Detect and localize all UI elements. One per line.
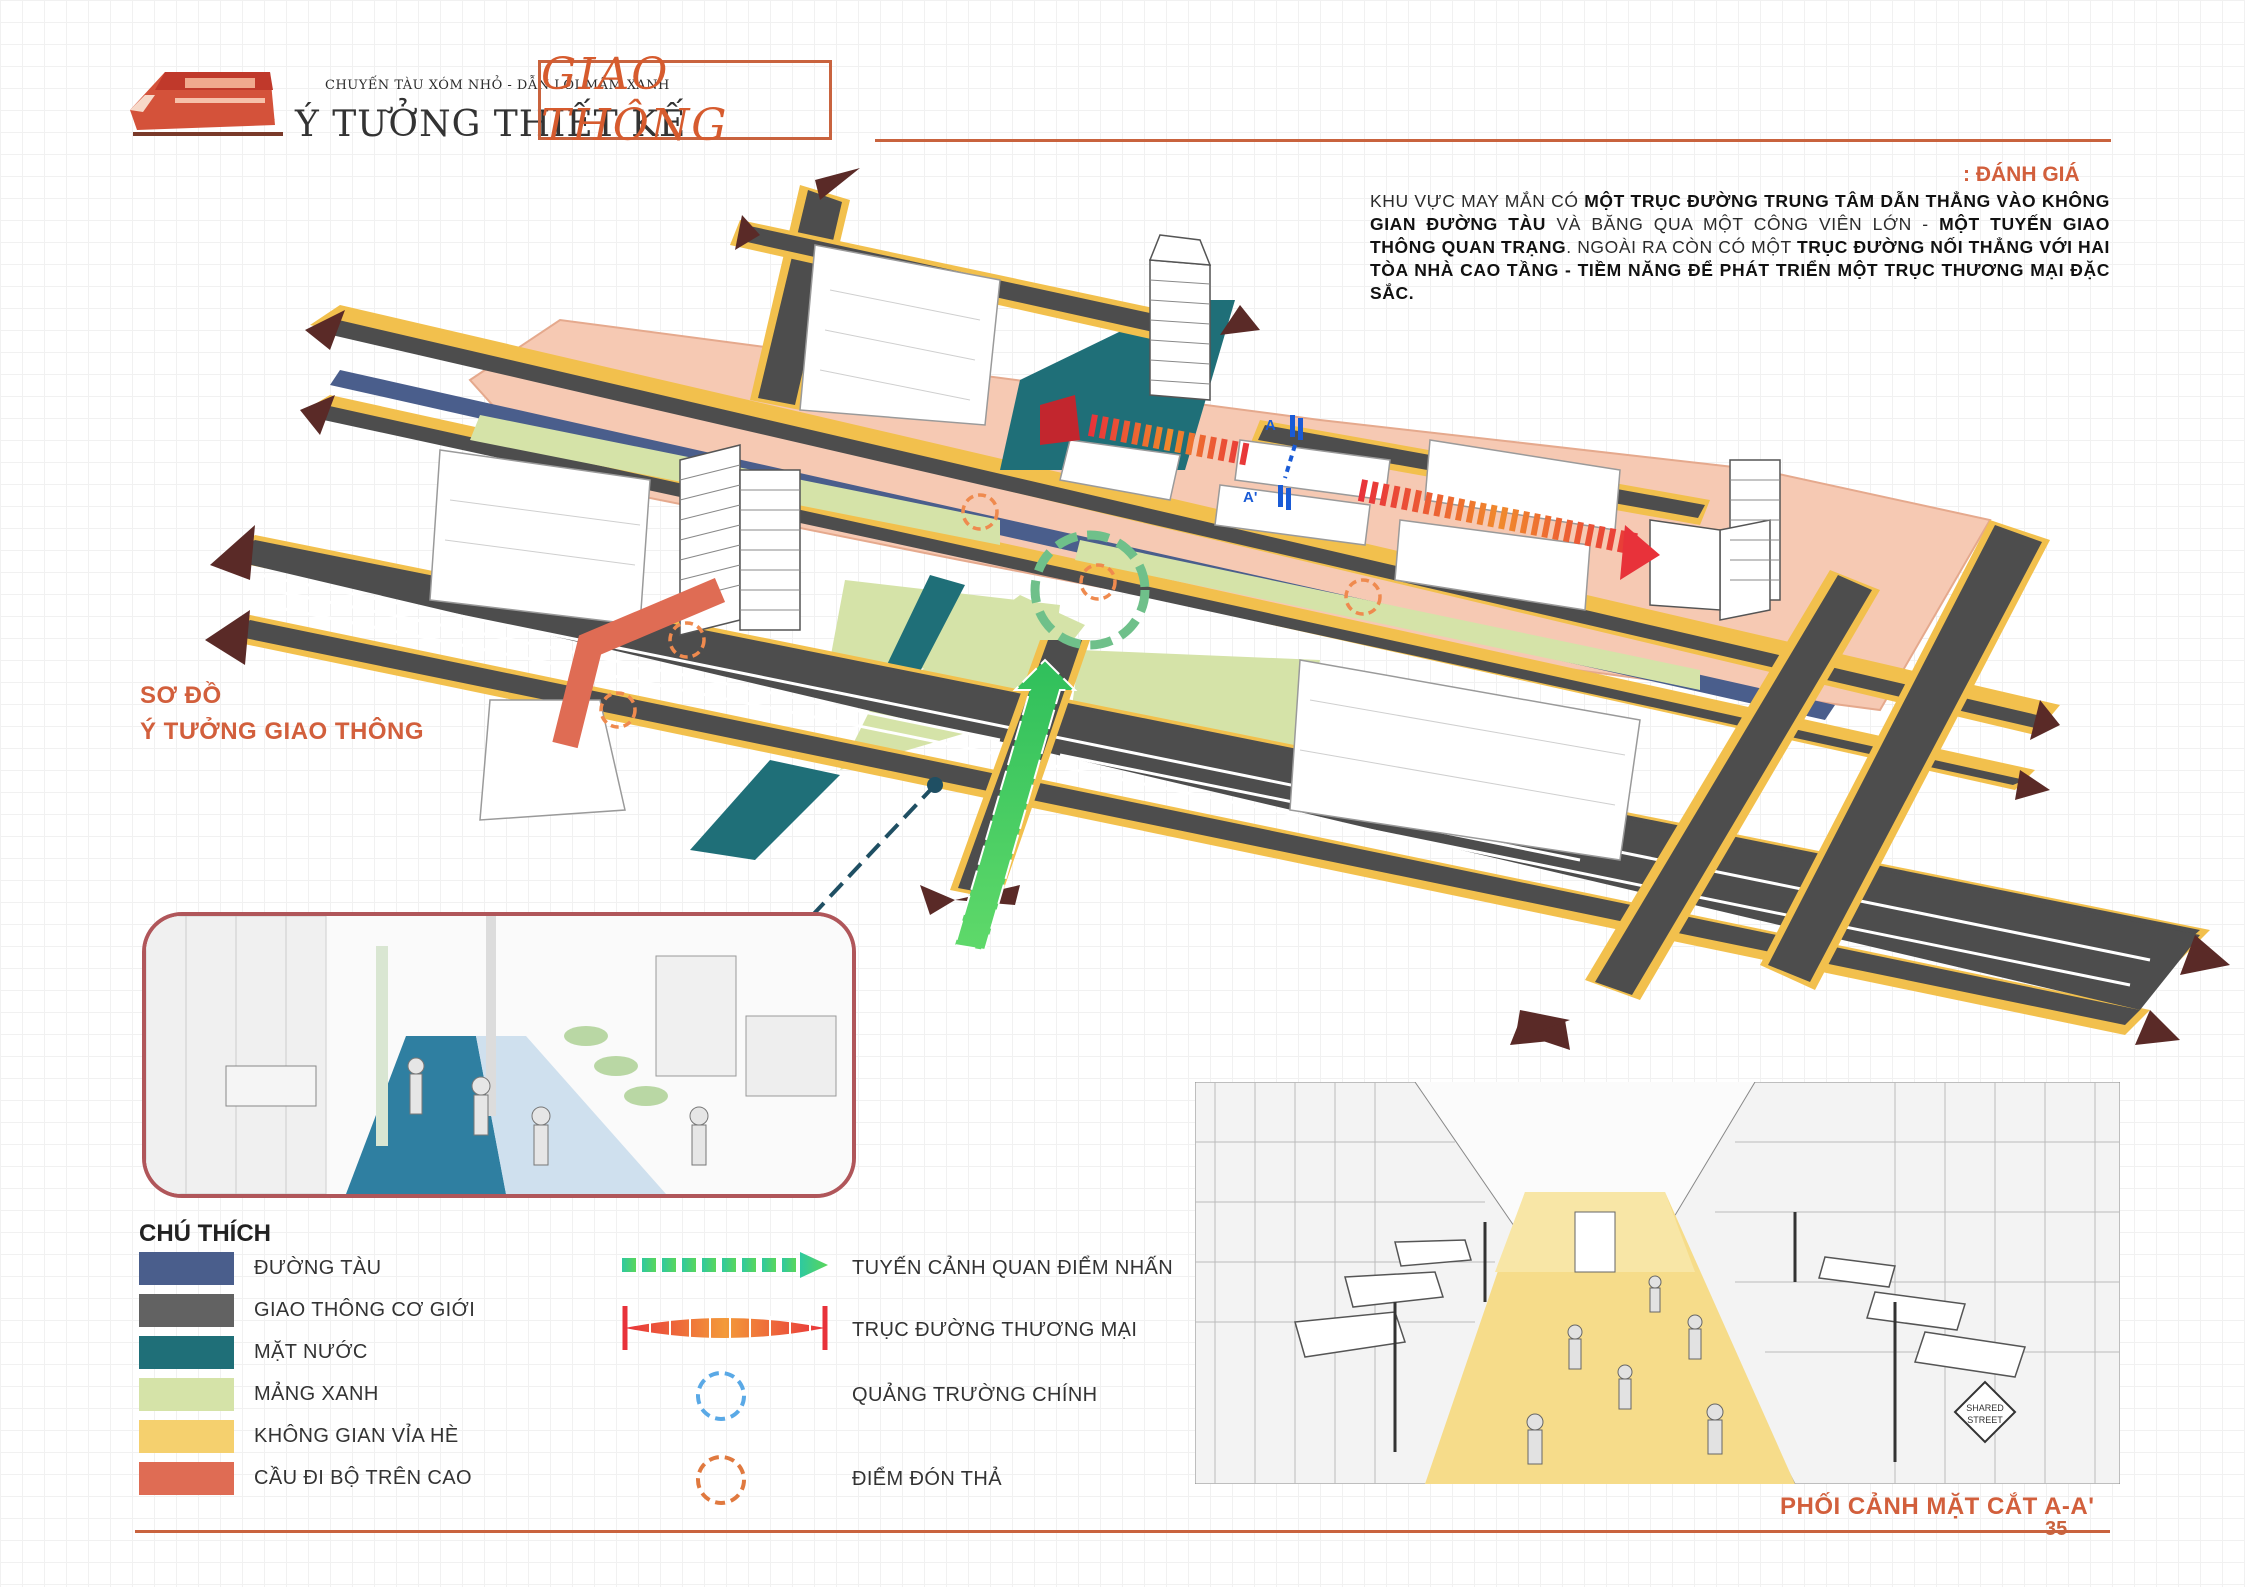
legend-item: MẶT NƯỚC [139, 1336, 368, 1369]
building-blocks [429, 244, 1641, 861]
evaluation-part: Khu vực may mắn có [1370, 191, 1585, 211]
green-dashed-arrow-icon [622, 1252, 828, 1278]
map-label: SƠ ĐỒ Ý TƯỞNG GIAO THÔNG [140, 678, 424, 750]
road-end-arrows [205, 168, 2230, 1050]
canal [690, 760, 840, 860]
arrow-icon [305, 310, 345, 350]
park [1070, 650, 1320, 760]
green-strip [1075, 540, 1700, 690]
pedestrian-bridge [552, 578, 726, 749]
legend-label: GIAO THÔNG CƠ GIỚI [254, 1299, 476, 1321]
bridge-swatch [139, 1462, 234, 1495]
evaluation-part-bold: trục đường nối thẳng với hai tòa nhà cao… [1370, 237, 2110, 303]
evaluation-part-bold: một trục đường trung tâm dẫn thẳng vào k… [1370, 191, 2110, 234]
legend-label: ĐIỂM ĐÓN THẢ [852, 1468, 1002, 1490]
legend-title: CHÚ THÍCH [139, 1220, 271, 1247]
arrow-icon [205, 610, 250, 665]
main-plaza-circle [1030, 530, 1150, 650]
arrow-icon [210, 525, 255, 580]
arrow-icon [2030, 700, 2060, 740]
podium [1649, 519, 1721, 611]
towers [679, 234, 1781, 636]
arrow-icon [920, 885, 955, 915]
legend-label: ĐƯỜNG TÀU [254, 1257, 382, 1279]
arrow-icon [2180, 935, 2230, 975]
arrow-icon [735, 215, 760, 250]
green-swatch [139, 1378, 234, 1411]
legend-item: GIAO THÔNG CƠ GIỚI [139, 1294, 475, 1327]
water-swatch [139, 1336, 234, 1369]
train-logo-icon [130, 72, 283, 136]
building-details [444, 289, 1626, 806]
evaluation-heading: : ĐÁNH GIÁ [1963, 163, 2080, 186]
evaluation-part: . Ngoài ra còn có một [1566, 237, 1797, 257]
arrow-icon [815, 168, 860, 200]
legend-item: CẦU ĐI BỘ TRÊN CAO [139, 1462, 472, 1495]
legend-label: KHÔNG GIAN VỈA HÈ [254, 1425, 459, 1447]
railway-swatch [139, 1252, 234, 1285]
arrow-icon [1525, 1020, 1570, 1050]
subtitle: CHUYẾN TÀU XÓM NHỎ - DẪN LỐI MẦM XANH [325, 78, 670, 93]
arrow-icon [2015, 770, 2050, 800]
section-markers: A A' [1243, 415, 1303, 510]
map-label-line: SƠ ĐỒ [140, 682, 222, 709]
sign-text: SHARED [1966, 1403, 2004, 1413]
arrow-icon [2135, 1010, 2180, 1045]
perspective-sketch: SHARED STREET [1195, 1082, 2120, 1484]
legend-item: MẢNG XANH [139, 1378, 379, 1411]
blue-dashed-circle-icon [696, 1371, 746, 1421]
sidewalk-swatch [139, 1420, 234, 1453]
tower [1719, 519, 1771, 621]
arrow-icon [1220, 305, 1260, 335]
sign-text: STREET [1967, 1415, 2003, 1425]
header-divider [875, 139, 2111, 142]
tower-floors [679, 279, 1780, 611]
section-perspective-drawing: SHARED STREET [1195, 1082, 2120, 1484]
legend-label: QUẢNG TRƯỜNG CHÍNH [852, 1384, 1098, 1406]
red-orange-zigzag-icon [622, 1306, 828, 1350]
section-marker-label: A' [1243, 489, 1257, 506]
right-road [1585, 520, 2050, 1000]
footer-divider [135, 1530, 2110, 1533]
street-sketch [146, 916, 852, 1194]
section-title: GIAO THÔNG [541, 49, 729, 151]
evaluation-part: và băng qua một công viên lớn - [1546, 214, 1940, 234]
legend-item: ĐƯỜNG TÀU [139, 1252, 381, 1285]
legend-label: TRỤC ĐƯỜNG THƯƠNG MẠI [852, 1319, 1138, 1341]
legend-item: KHÔNG GIAN VỈA HÈ [139, 1420, 459, 1453]
road-swatch [139, 1294, 234, 1327]
legend-label: TUYẾN CẢNH QUAN ĐIỂM NHẤN [852, 1257, 1174, 1279]
shared-street-sign [1953, 1380, 2017, 1444]
perspective-label: PHỐI CẢNH MẶT CẮT A-A' [1780, 1493, 2095, 1520]
tower-top [1148, 234, 1212, 266]
drop-off-points [599, 493, 1382, 729]
page-number: 35 [2045, 1518, 2068, 1540]
landscape-arrow [953, 658, 1078, 952]
leader-dot [927, 777, 943, 793]
orange-dashed-circle-icon [696, 1455, 746, 1505]
legend-label: CẦU ĐI BỘ TRÊN CAO [254, 1467, 472, 1489]
commercial-axis [1040, 395, 1660, 580]
legend-label: MẶT NƯỚC [254, 1341, 368, 1363]
street-photo [142, 912, 856, 1198]
section-title-box: GIAO THÔNG [538, 49, 832, 151]
arrow-icon [1515, 1010, 1570, 1040]
legend-label: MẢNG XANH [254, 1383, 379, 1405]
evaluation-part-bold: Một tuyến giao thông quan trạng [1370, 214, 2110, 257]
arrow-icon [300, 395, 335, 435]
map-label-line: Ý TƯỞNG GIAO THÔNG [140, 718, 425, 745]
section-marker-label: A [1265, 417, 1276, 434]
evaluation-text: Khu vực may mắn có một trục đường trung … [1370, 190, 2110, 305]
